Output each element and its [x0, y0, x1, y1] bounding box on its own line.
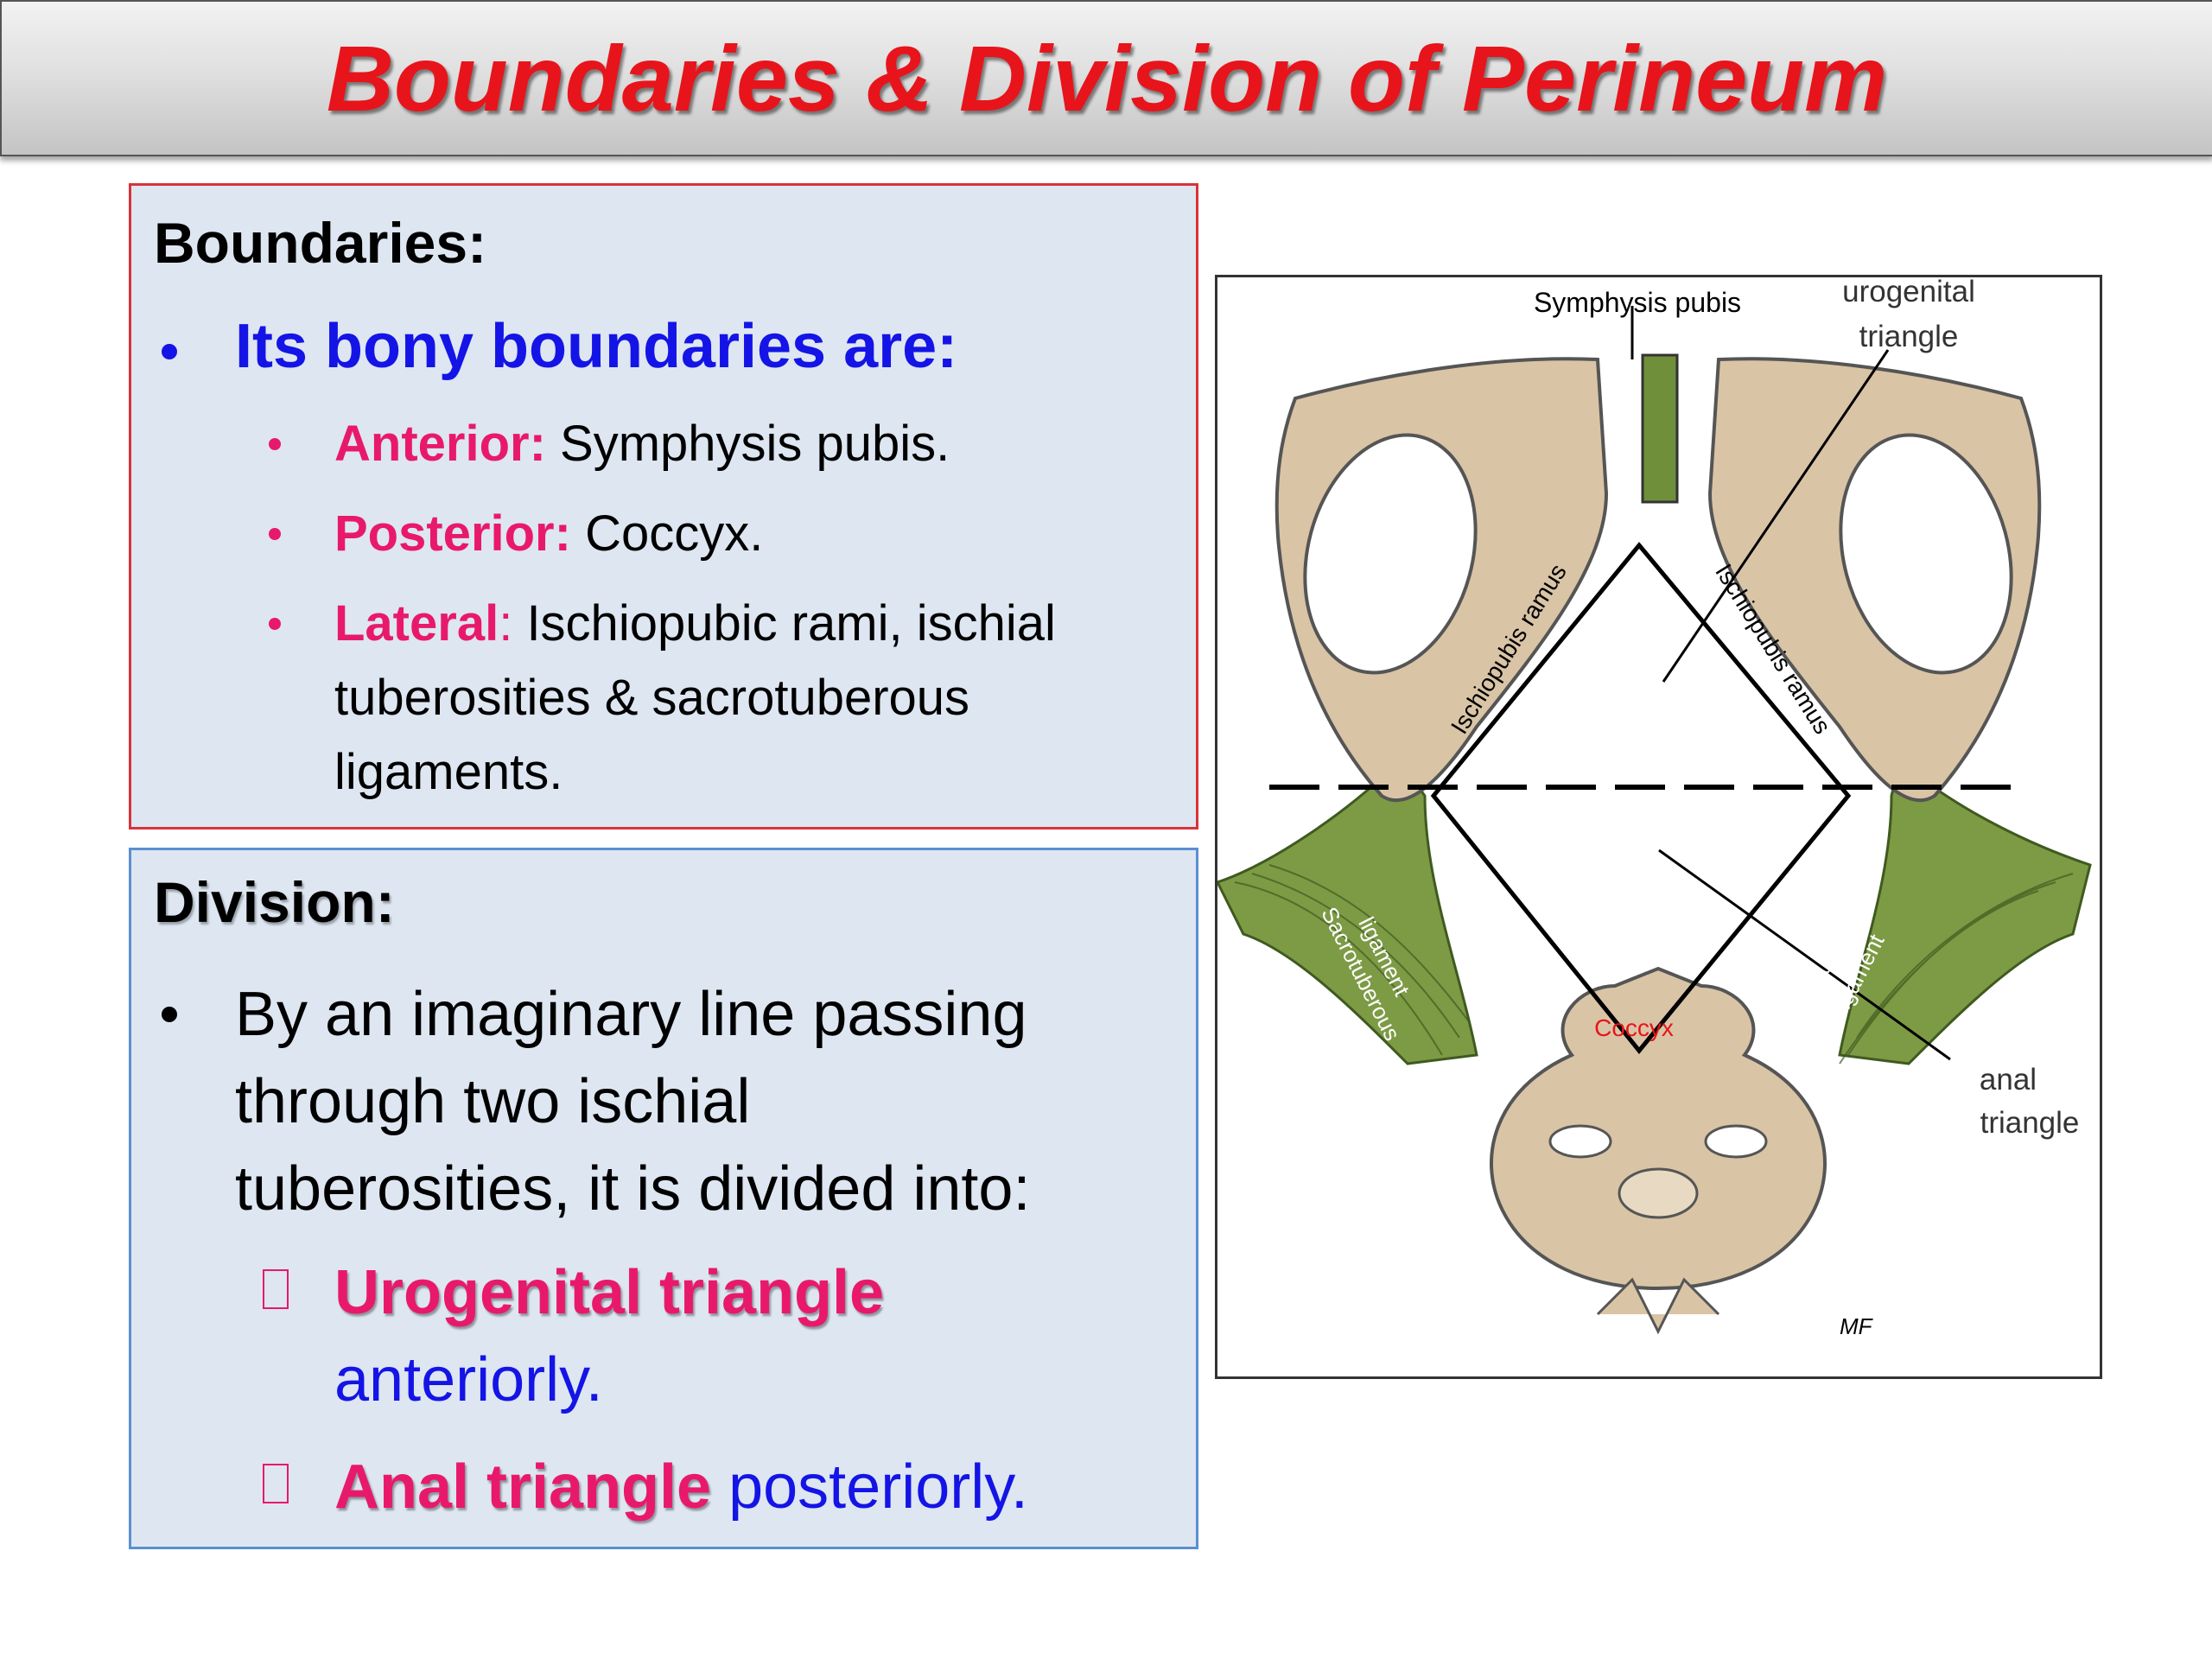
- perineum-diamond: [1430, 542, 1852, 1054]
- division-heading: Division:: [154, 870, 395, 934]
- symphysis-shape: [1641, 353, 1679, 504]
- lateral-text-1: Ischiopubic rami, ischial: [512, 595, 1056, 652]
- left-ligament-shape: [1217, 759, 1478, 1065]
- page-title: Boundaries & Division of Perineum: [326, 26, 1888, 130]
- bullet-icon: [162, 1007, 177, 1022]
- checkbox-bullet-icon: [263, 1269, 289, 1309]
- lateral-text-3: ligaments.: [334, 744, 563, 800]
- label-urogenital-1: urogenital: [1842, 277, 1975, 308]
- posterior-text: Coccyx.: [570, 505, 764, 562]
- lateral-colon: :: [499, 595, 513, 652]
- bullet-icon: [269, 528, 281, 540]
- boundaries-heading: Boundaries:: [154, 211, 487, 275]
- division-line-1: By an imaginary line passing: [235, 980, 1027, 1049]
- left-foramen: [1303, 433, 1478, 675]
- anal-pointer: [1658, 849, 1951, 1061]
- perineum-diagram: Symphysis pubis urogenital triangle anal…: [1217, 277, 2092, 1339]
- division-panel: Division: By an imaginary line passing t…: [129, 848, 1198, 1549]
- checkbox-bullet-icon: [263, 1464, 289, 1503]
- urogenital-text: anteriorly.: [334, 1345, 603, 1414]
- division-item-urogenital: Urogenital triangle: [334, 1249, 884, 1337]
- label-anal-2: triangle: [1980, 1106, 2080, 1140]
- right-ligament-shape: [1838, 759, 2092, 1065]
- lateral-text-2: tuberosities & sacrotuberous: [334, 670, 970, 726]
- boundary-posterior: Posterior: Coccyx.: [334, 497, 763, 571]
- posterior-label: Posterior:: [334, 505, 571, 562]
- boundary-lateral: Lateral: Ischiopubic rami, ischial: [334, 587, 1056, 661]
- bullet-icon: [269, 438, 281, 450]
- label-symphysis: Symphysis pubis: [1534, 287, 1741, 318]
- sacrum-shape: [1490, 966, 1827, 1291]
- label-signature: MF: [1840, 1313, 1874, 1339]
- right-foramen: [1839, 433, 2013, 675]
- boundaries-intro: Its bony boundaries are:: [235, 312, 958, 381]
- label-urogenital-2: triangle: [1859, 320, 1959, 353]
- anterior-label: Anterior:: [334, 416, 546, 472]
- boundary-anterior: Anterior: Symphysis pubis.: [334, 407, 950, 481]
- bullet-icon: [162, 344, 177, 359]
- urogenital-pointer: [1662, 349, 1890, 683]
- lateral-label: Lateral: [334, 595, 499, 652]
- urogenital-label: Urogenital triangle: [334, 1258, 885, 1327]
- division-item-anal: Anal triangle posteriorly.: [334, 1444, 1028, 1531]
- anal-text: posteriorly.: [711, 1452, 1028, 1522]
- title-bar: Boundaries & Division of Perineum: [0, 0, 2212, 156]
- division-line-3: tuberosities, it is divided into:: [235, 1154, 1031, 1224]
- label-anal-1: anal: [1980, 1063, 2037, 1096]
- bullet-icon: [269, 618, 281, 630]
- boundaries-panel: Boundaries: Its bony boundaries are: Ant…: [129, 183, 1198, 830]
- label-coccyx: Coccyx: [1594, 1014, 1674, 1041]
- division-line-2: through two ischial: [235, 1067, 751, 1136]
- perineum-figure: Symphysis pubis urogenital triangle anal…: [1215, 275, 2102, 1379]
- anal-label: Anal triangle: [334, 1452, 712, 1522]
- anterior-text: Symphysis pubis.: [545, 416, 950, 472]
